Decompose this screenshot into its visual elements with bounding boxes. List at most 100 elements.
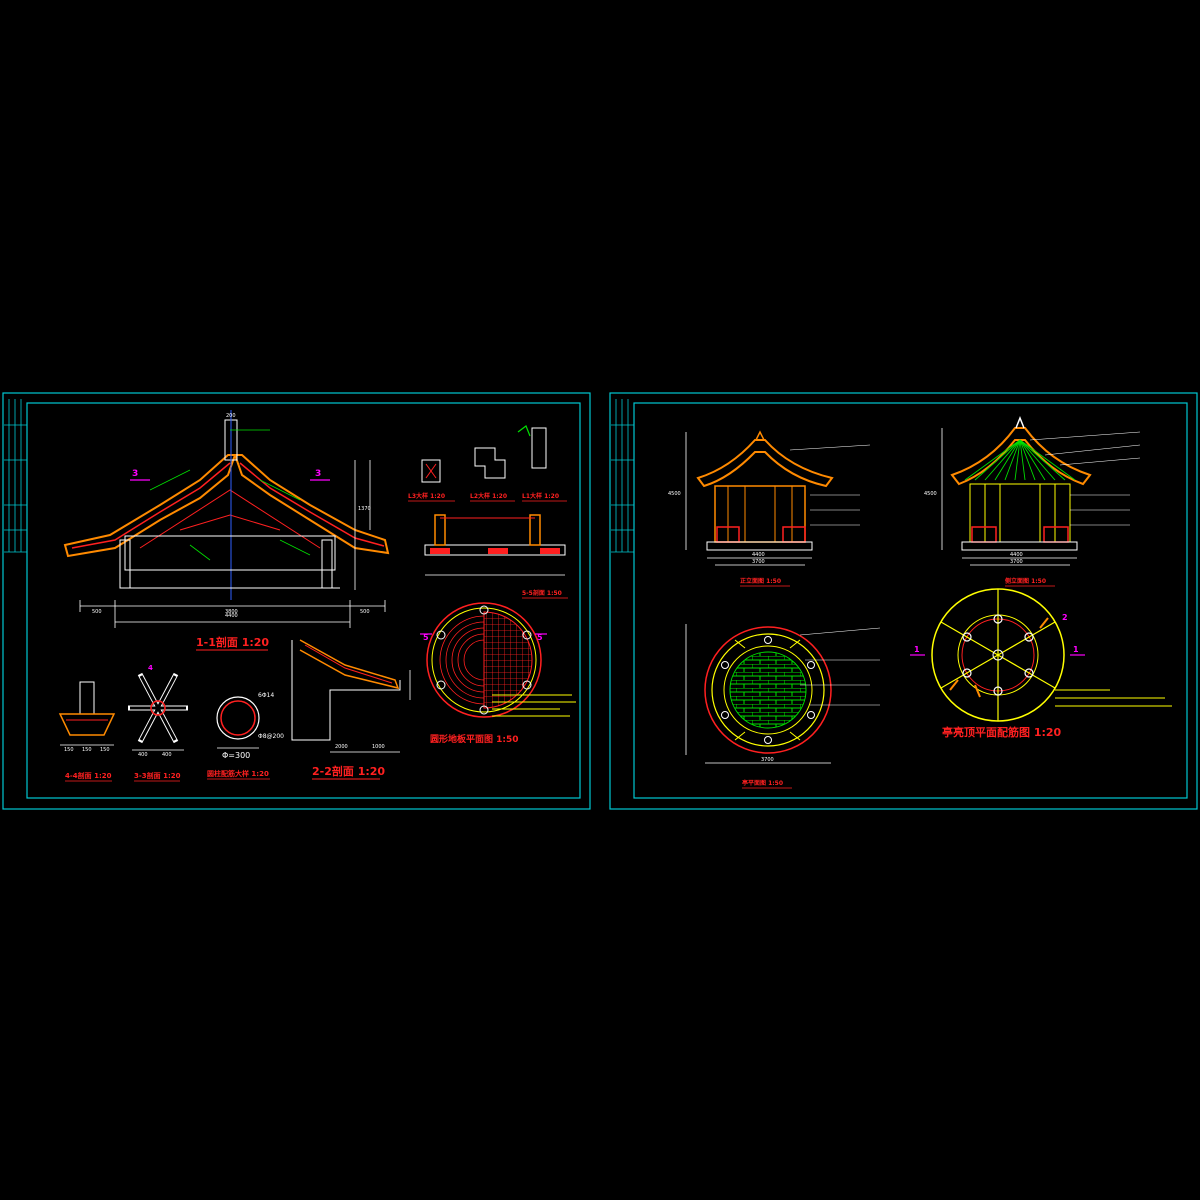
sec22-roof	[299, 639, 400, 690]
ring-beam	[124, 535, 336, 571]
sec22-dim-eave: 1000	[372, 744, 385, 750]
column-section-outer	[216, 696, 260, 740]
roof-plan-orange-hooks	[949, 617, 1049, 698]
front-elevation-drawing: 4400 3700 4500 正立面图 1:50	[668, 430, 871, 587]
sec22-outline	[291, 640, 401, 741]
sheet-left-title-strip	[4, 399, 27, 553]
sheet-right-inner-border	[633, 402, 1188, 799]
front-dim-width-label: 4400	[752, 552, 765, 558]
beam-details: L3大样 1:20 L2大样 1:20 L1大样 1:20	[408, 425, 567, 502]
inner-truss	[139, 489, 321, 549]
sec22-rebar	[304, 644, 393, 684]
plan-outer-ring	[426, 602, 542, 718]
beam-l2-shape	[474, 447, 506, 479]
column-ring-label: Φ8@200	[258, 733, 284, 740]
section-5-5-drawing: 5-5剖面 1:50	[424, 514, 568, 599]
sec55-slab	[424, 544, 566, 556]
side-leaders	[1029, 431, 1141, 526]
plan-arc-lines	[439, 615, 485, 705]
title-front-elevation: 正立面图 1:50	[740, 577, 781, 585]
sheet-left: 3 3 4400 3800 500 500 1370 200 1-1剖面 1:2…	[2, 392, 591, 810]
sec44-base	[58, 713, 116, 736]
sec44-dim-a: 150	[64, 747, 74, 753]
sec44-post	[79, 681, 95, 715]
floor-bench-segments	[734, 639, 801, 741]
sec55-block-mid	[488, 548, 508, 554]
front-dim-width-b-label: 3700	[752, 559, 765, 565]
front-finial	[755, 430, 765, 441]
roof-plan-hub	[992, 649, 1004, 661]
dim-total-width: 4400	[225, 613, 238, 619]
roof-framing-plan-drawing: 1 1 2 亭亮顶平面配筋图 1:20	[910, 588, 1172, 739]
side-roof-tiles	[964, 439, 1076, 481]
plan-grid-half	[483, 611, 533, 709]
plan-marker-5-right: 5	[537, 633, 543, 642]
floor-columns	[721, 636, 815, 744]
front-bench-right	[782, 526, 806, 543]
inner-truss-2	[179, 514, 281, 531]
sec33-hub	[150, 700, 166, 716]
roof-rebar-right	[239, 462, 385, 547]
roof-marker-2: 2	[1062, 613, 1068, 622]
section-2-2-drawing: 2000 1000 2-2剖面 1:20	[291, 639, 411, 780]
side-dim-width-b-label: 3700	[1010, 559, 1023, 565]
title-section-3-3: 3-3剖面 1:20	[134, 771, 181, 780]
title-round-floor-plan: 圆形地板平面图 1:50	[430, 733, 519, 745]
roof-left-slope	[63, 454, 237, 558]
title-section-1-1: 1-1剖面 1:20	[196, 635, 269, 649]
section-1-1-dim-lines	[79, 460, 386, 628]
dim-left-eave: 500	[92, 609, 102, 615]
column-rebar-label: 6Φ14	[258, 692, 274, 699]
sec55-post-right	[529, 514, 541, 546]
side-roof	[950, 427, 1092, 486]
floor-outer-red	[704, 626, 832, 754]
sheet-left-inner-border	[26, 402, 581, 799]
title-beam-l1: L1大样 1:20	[522, 492, 559, 500]
dim-ridge: 200	[226, 413, 236, 419]
cut-marker-3-left: 3	[132, 469, 138, 479]
title-section-5-5: 5-5剖面 1:50	[522, 589, 562, 597]
sec44-dim-c: 150	[100, 747, 110, 753]
beam-l3-shape	[421, 459, 441, 483]
sheet-right-title-strip	[611, 399, 634, 553]
floor-brick-paving	[729, 651, 807, 729]
side-elevation-drawing: 4400 3700 4500 侧立面图 1:50	[924, 415, 1141, 587]
beam-l1-shape	[531, 427, 547, 469]
plan-outer-ring-2	[431, 607, 537, 713]
title-column-detail: 圆柱配筋大样 1:20	[207, 769, 269, 778]
front-roof	[696, 439, 834, 488]
sec33-marker-4: 4	[148, 664, 153, 672]
side-dim-width-label: 4400	[1010, 552, 1023, 558]
dim-right-eave: 500	[360, 609, 370, 615]
side-finial	[1015, 415, 1025, 429]
title-beam-l2: L2大样 1:20	[470, 492, 507, 500]
floor-ring-yellow-inner	[723, 645, 813, 735]
title-floor-plan: 亭平面图 1:50	[742, 779, 783, 787]
sec55-post-left	[434, 514, 446, 546]
floor-leaders	[799, 627, 881, 706]
front-base	[706, 541, 813, 551]
column-right	[321, 539, 333, 589]
sec33-spokes-inner	[130, 675, 186, 741]
front-dim-height-label: 4500	[668, 491, 681, 497]
sec55-block-left	[430, 548, 450, 554]
sec33-dim-b: 400	[162, 752, 172, 758]
dim-rise: 1370	[358, 506, 371, 512]
roof-plan-spokes	[940, 589, 1056, 721]
roof-rebar-left	[71, 462, 231, 549]
column-section-rebar	[220, 700, 256, 736]
cut-marker-3-right: 3	[315, 469, 321, 479]
plan-notes	[492, 694, 576, 717]
section-3-3-drawing: 4 400 400 3-3剖面 1:20	[128, 664, 188, 782]
sec22-dim-span: 2000	[335, 744, 348, 750]
roof-plan-posts	[962, 614, 1034, 696]
title-side-elevation: 侧立面图 1:50	[1005, 577, 1046, 585]
side-base	[961, 541, 1078, 551]
side-columns	[984, 484, 1056, 542]
title-section-4-4: 4-4剖面 1:20	[65, 771, 112, 780]
sheet-right: 4400 3700 4500 正立面图 1:50	[609, 392, 1198, 810]
column-diameter-label: Φ=300	[222, 751, 250, 760]
plan-marker-5-left: 5	[423, 633, 429, 642]
dim-inner-span: 3800	[225, 609, 238, 615]
